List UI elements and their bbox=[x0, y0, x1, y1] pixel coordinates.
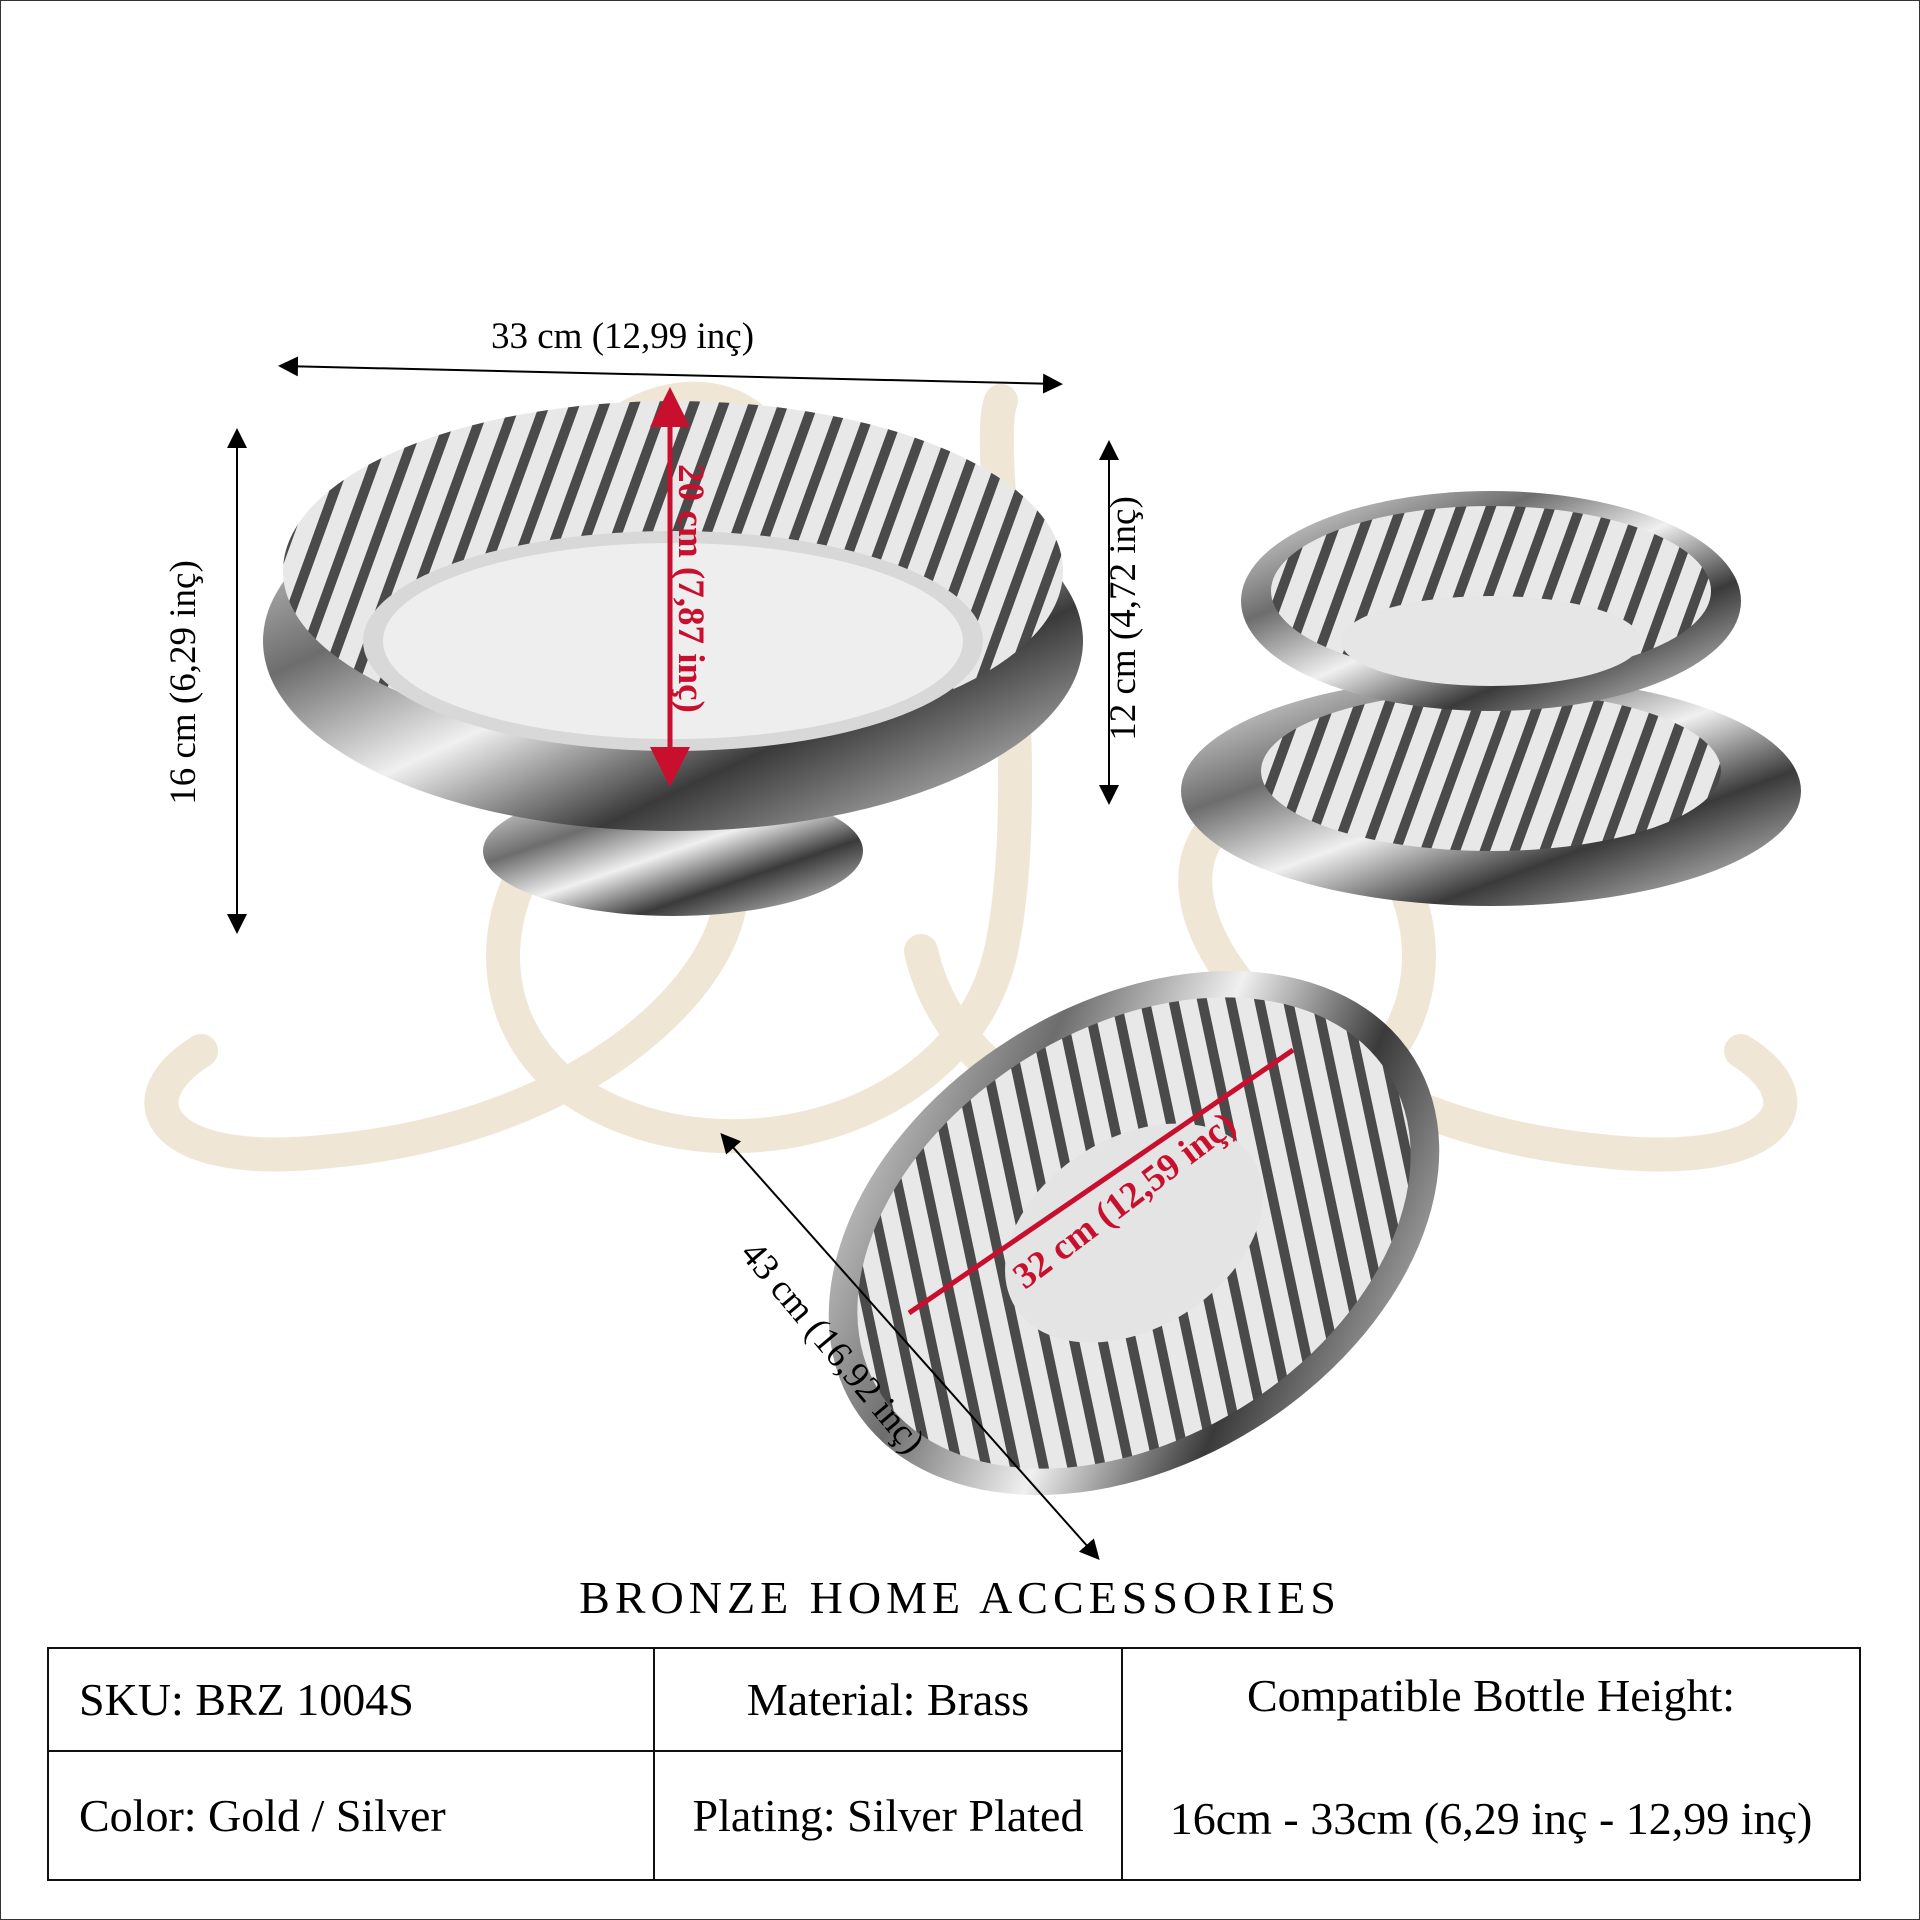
height-large-label: 16 cm (6,29 inç) bbox=[162, 560, 204, 805]
inner-tray-line bbox=[907, 1047, 1295, 1316]
sku-cell: SKU: BRZ 1004S bbox=[47, 1647, 655, 1752]
compatible-value: 16cm - 33cm (6,29 inç - 12,99 inç) bbox=[1169, 1793, 1813, 1844]
width-arrow bbox=[278, 356, 1063, 394]
width-label: 33 cm (12,99 inç) bbox=[491, 316, 755, 357]
compatible-label: Compatible Bottle Height: bbox=[1246, 1670, 1736, 1721]
material-cell: Material: Brass bbox=[653, 1647, 1123, 1752]
small-bowl-image bbox=[1181, 491, 1801, 906]
height-small-label: 12 cm (4,72 inç) bbox=[1102, 496, 1144, 741]
plating-cell: Plating: Silver Plated bbox=[653, 1750, 1123, 1881]
diagonal-arrow bbox=[720, 1133, 1100, 1560]
inner-large-label: 20 cm (7,87 inç) bbox=[669, 464, 711, 713]
brand-title: BRONZE HOME ACCESSORIES bbox=[579, 1572, 1341, 1623]
color-cell: Color: Gold / Silver bbox=[47, 1750, 655, 1881]
compatible-cell: Compatible Bottle Height: 16cm - 33cm (6… bbox=[1121, 1647, 1861, 1881]
spec-table: SKU: BRZ 1004S Material: Brass Compatibl… bbox=[47, 1647, 1861, 1881]
